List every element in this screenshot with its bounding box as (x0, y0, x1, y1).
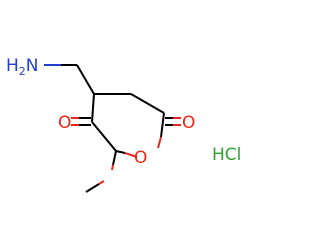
amine-subscript: 2 (19, 65, 26, 78)
lactone-ring (91, 93, 165, 158)
ketone-carbonyl (71, 117, 91, 126)
bond-c6-o1-black (160, 112, 165, 138)
chemical-structure: H2N O O O HCl (6, 56, 241, 193)
lactone-carbonyl-oxygen-label: O (182, 113, 195, 133)
amine-nitrogen: N (26, 56, 39, 76)
amine-hydrogen: H (6, 56, 19, 76)
ketone-oxygen-label: O (58, 113, 71, 133)
bond-o-ch3-red (98, 180, 105, 185)
ring-oxygen-label: O (134, 148, 147, 168)
bond-o-ch3-black (85, 183, 100, 193)
bond-c5-c6 (130, 93, 165, 114)
bond-c3-c2 (91, 121, 117, 152)
bond-c2-o-black (112, 150, 117, 166)
bond-ch2-c4 (76, 64, 95, 95)
aminomethyl-chain (44, 64, 95, 95)
salt-label: HCl (212, 145, 241, 165)
amine-label: H2N (6, 56, 39, 78)
bond-c2-o1-black (115, 150, 126, 154)
bond-c4-c3 (91, 93, 95, 123)
lower-substituent (85, 150, 117, 193)
bond-c2-o-red (111, 164, 114, 171)
bond-c2-o1-red (124, 152, 138, 158)
lactone-carbonyl (165, 117, 181, 126)
bond-c6-o1-red (157, 136, 162, 149)
